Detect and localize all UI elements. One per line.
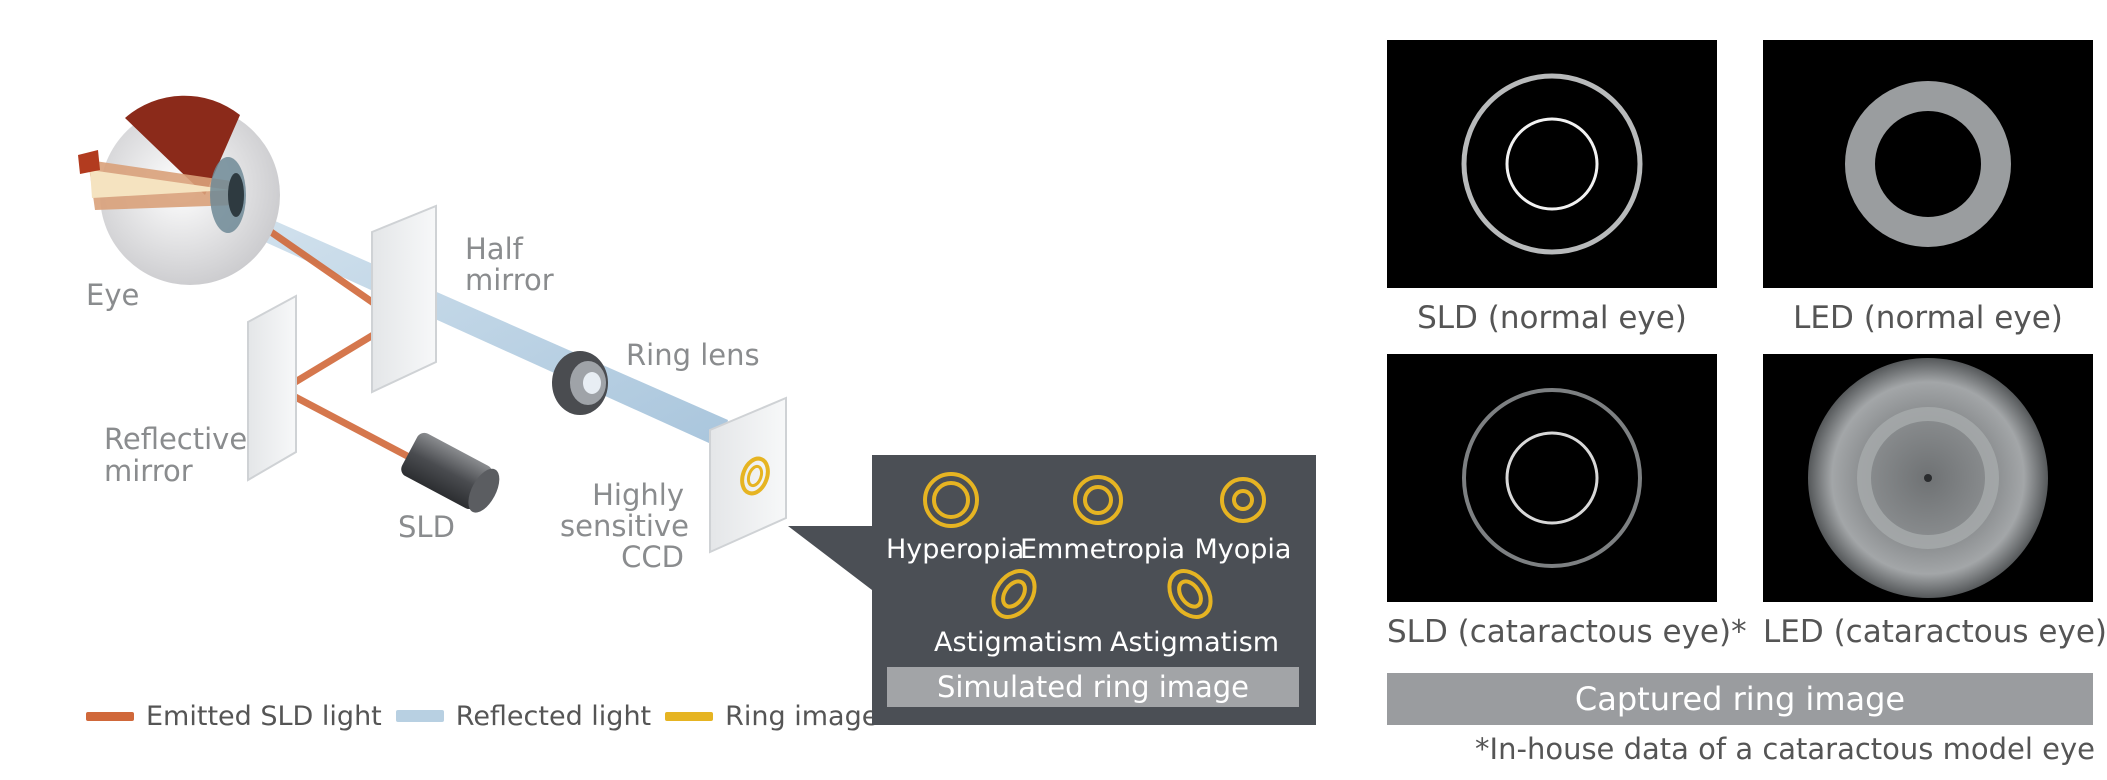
captured-image-led-cataractous	[1763, 354, 2093, 602]
sim-item-astigmatism-2: Astigmatism	[1110, 565, 1279, 658]
ring-myopia-icon	[1220, 477, 1266, 523]
legend-item-reflected-light: Reflected light	[395, 700, 652, 732]
legend-label: Emitted SLD light	[146, 700, 382, 732]
captured-ring-caption: Captured ring image	[1387, 673, 2093, 725]
ccd-label-line2: sensitive	[560, 509, 689, 543]
legend-item-ring-image: Ring image	[665, 701, 878, 732]
sim-label: Astigmatism	[934, 627, 1104, 658]
sld-device	[401, 432, 500, 513]
legend-swatch	[86, 711, 134, 721]
sld-label: SLD	[398, 510, 455, 544]
captured-label: LED (normal eye)	[1793, 300, 2063, 336]
ccd-label-line1: Highly	[592, 478, 684, 512]
reflective-mirror-label-line2: mirror	[104, 454, 193, 488]
legend-swatch	[665, 711, 714, 721]
half-mirror-plate	[371, 204, 437, 394]
reflective-mirror-plate	[247, 294, 297, 482]
captured-label: SLD (cataractous eye)*	[1387, 614, 1747, 650]
emitted-sld-light-path	[218, 194, 472, 492]
ring-astigmatism-icon	[991, 569, 1037, 619]
half-mirror-label-line1: Half	[465, 232, 523, 266]
captured-image-sld-normal	[1387, 40, 1717, 288]
captured-image-led-normal	[1763, 40, 2093, 288]
legend-swatch	[395, 710, 444, 722]
legend: Emitted SLD light Reflected light Ring i…	[86, 696, 892, 736]
ring-emmetropia-icon	[1073, 475, 1123, 525]
legend-item-emitted-sld-light: Emitted SLD light	[86, 701, 382, 732]
captured-label: SLD (normal eye)	[1417, 300, 1687, 336]
eye-label: Eye	[86, 278, 140, 312]
ring-lens-label: Ring lens	[626, 338, 760, 372]
sim-item-emmetropia: Emmetropia	[1020, 470, 1185, 565]
ring-hyperopia-icon	[923, 472, 979, 528]
sim-item-astigmatism-1: Astigmatism	[934, 565, 1103, 658]
sim-label: Hyperopia	[886, 534, 1025, 565]
callout-pointer	[788, 526, 872, 590]
sim-label: Astigmatism	[1110, 627, 1280, 658]
ring-astigmatism-icon	[1167, 569, 1213, 619]
captured-image-sld-cataractous	[1387, 354, 1717, 602]
simulated-ring-panel: Hyperopia Emmetropia Myopia Astigmatism …	[872, 455, 1316, 725]
half-mirror-label-line2: mirror	[465, 263, 554, 297]
legend-label: Ring image	[725, 700, 879, 732]
captured-label: LED (cataractous eye)*	[1763, 614, 2107, 650]
ccd-label-line3: CCD	[621, 540, 684, 574]
sim-label: Emmetropia	[1020, 534, 1186, 565]
simulated-ring-caption: Simulated ring image	[887, 667, 1299, 707]
sim-item-hyperopia: Hyperopia	[886, 470, 1024, 565]
reflective-mirror-label-line1: Reflective	[104, 422, 248, 456]
ring-lens	[552, 351, 608, 415]
legend-label: Reflected light	[455, 700, 652, 732]
sim-item-myopia: Myopia	[1188, 470, 1298, 565]
footnote: *In-house data of a cataractous model ey…	[1475, 732, 2095, 766]
eye-illustration	[78, 95, 280, 285]
sim-label: Myopia	[1194, 534, 1292, 565]
